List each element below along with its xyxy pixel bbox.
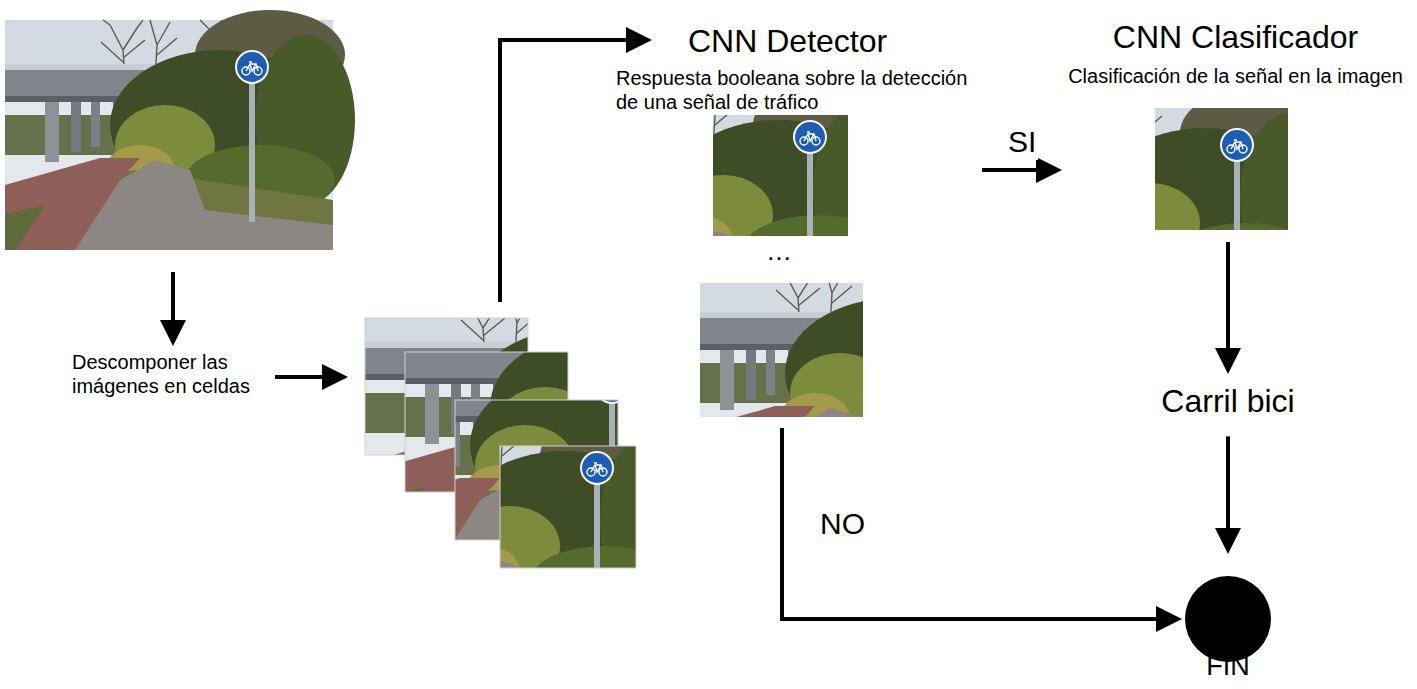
stage-title: CNN Clasificador xyxy=(1064,18,1407,56)
cell-stack xyxy=(350,288,735,651)
branch-label: NO xyxy=(818,506,867,542)
classified-cell xyxy=(990,88,1340,328)
arrow-head xyxy=(1036,157,1062,183)
detector-column: CNN DetectorRespuesta booleana sobre la … xyxy=(616,22,980,420)
end-circle: FIN xyxy=(1184,556,1272,682)
stage-subtitle: Clasificación de la señal en la imagen xyxy=(1064,64,1407,88)
arrow-head xyxy=(1215,348,1241,374)
branch-label: SI xyxy=(1006,124,1038,160)
arrow-line xyxy=(1226,242,1230,354)
stage-subtitle: Respuesta booleana sobre la detección de… xyxy=(616,66,980,114)
step-text: Descomponer las imágenes en celdas xyxy=(72,350,262,398)
step-label: Descomponer las imágenes en celdas xyxy=(72,350,262,398)
arrow-head xyxy=(1215,528,1241,554)
flow-arrow xyxy=(160,27,652,390)
input-photo xyxy=(5,10,355,250)
flow-arrow xyxy=(1215,436,1241,554)
result-text: Carril bici xyxy=(1153,376,1303,426)
classifier-column: CNN ClasificadorClasificación de la seña… xyxy=(1064,18,1407,232)
rejected-cell xyxy=(680,258,1030,498)
image-cell xyxy=(350,411,700,651)
arrow-head xyxy=(1156,606,1182,632)
end-label: FIN xyxy=(1206,650,1250,682)
ellipsis-mark: … xyxy=(764,236,794,267)
result-label: Carril bici xyxy=(1159,382,1297,420)
stage-title: CNN Detector xyxy=(616,22,980,60)
flow-arrow xyxy=(782,428,1182,632)
arrow-line xyxy=(1226,436,1230,534)
arrow-line xyxy=(982,168,1042,172)
flow-arrow xyxy=(982,157,1062,183)
arrow-line xyxy=(782,428,1162,619)
flow-arrow xyxy=(1215,242,1241,374)
